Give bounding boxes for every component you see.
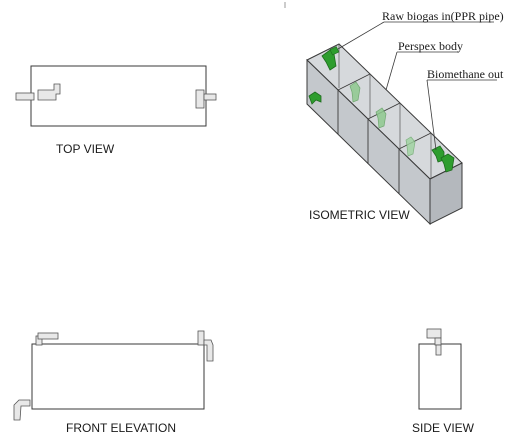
callout-raw-biogas: Raw biogas in(PPR pipe)	[382, 9, 504, 23]
callout-leader-raw-biogas	[337, 21, 385, 50]
iso-partition-3	[398, 132, 432, 150]
side-view-pipe-lower	[435, 344, 442, 356]
callout-perspex-body: Perspex body	[398, 39, 463, 53]
front-elevation-label: FRONT ELEVATION	[66, 421, 176, 435]
isometric-view: ISOMETRIC VIEW	[306, 43, 463, 226]
isometric-view-label: ISOMETRIC VIEW	[309, 208, 410, 222]
front-outlet-elbow	[203, 339, 214, 362]
top-view-inlet-stub	[15, 92, 35, 101]
front-elevation-body	[31, 343, 205, 410]
side-view-label: SIDE VIEW	[412, 421, 475, 435]
iso-inlet-cap	[329, 46, 340, 56]
front-inlet-horizontal	[37, 332, 59, 340]
top-view-outlet-stub	[203, 93, 217, 101]
iso-internal-pipe-2	[349, 81, 361, 103]
iso-partition-1	[337, 73, 371, 91]
side-view-pipe-top	[426, 328, 442, 339]
callouts: Raw biogas in(PPR pipe) Perspex body Bio…	[337, 9, 504, 151]
side-view: SIDE VIEW	[412, 328, 475, 435]
iso-internal-pipe-1	[308, 91, 322, 105]
iso-outlet-pipe-2	[440, 153, 455, 173]
callout-biomethane-out: Biomethane out	[427, 67, 504, 81]
front-elevation: FRONT ELEVATION	[13, 330, 214, 435]
top-view-elbow-pipe	[37, 83, 61, 101]
top-view-body	[30, 65, 207, 127]
iso-internal-pipe-3	[375, 107, 387, 129]
front-outlet-riser	[197, 330, 205, 346]
callout-leader-biomethane	[426, 79, 437, 151]
top-view-outlet-pipe	[195, 89, 205, 109]
top-view: TOP VIEW	[15, 65, 217, 156]
side-view-pipe-riser	[434, 337, 442, 346]
front-lower-inlet-pipe	[13, 399, 31, 421]
top-view-label: TOP VIEW	[56, 142, 115, 156]
iso-internal-pipe-4	[405, 136, 416, 157]
callout-leader-perspex	[385, 51, 398, 91]
